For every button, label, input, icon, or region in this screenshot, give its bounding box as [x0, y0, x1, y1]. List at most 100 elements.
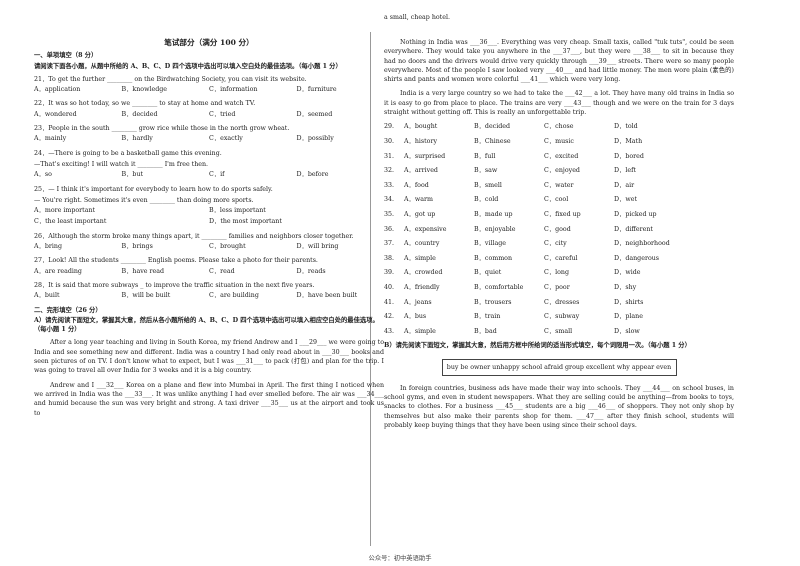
question-24: 24．—There is going to be a basketball ga… — [34, 149, 222, 157]
option: C．are building — [209, 292, 259, 300]
option: A．wondered — [34, 110, 77, 118]
options-22: A．wondered B．decided C．tried D．seemed — [34, 110, 384, 119]
cloze-option: A．warm — [404, 196, 433, 204]
option: A．so — [34, 171, 52, 179]
option: B．less important — [209, 207, 266, 215]
section2-heading: 二、完形填空（26 分） — [34, 306, 102, 314]
passage-paragraph: Andrew and I ___32___ Korea on a plane a… — [34, 381, 384, 417]
cloze-option: B．decided — [474, 123, 511, 131]
cloze-option: A．expensive — [404, 225, 447, 233]
section2b-instructions: B）请先阅读下面短文，掌握其大意，然后用方框中所给词的适当形式填空，每个词限用一… — [384, 342, 691, 350]
cloze-option: C．excited — [544, 152, 579, 160]
cloze-row: 43. A．simple B．bad C．small D．slow — [384, 327, 734, 336]
cloze-option: A．country — [404, 240, 440, 248]
page-title: 笔试部分（满分 100 分） — [164, 38, 254, 47]
cloze-option: D．told — [614, 123, 638, 131]
cloze-option: D．different — [614, 225, 653, 233]
cloze-option: D．neighborhood — [614, 240, 670, 248]
option: D．the most important — [209, 218, 282, 226]
cloze-option: A．jeans — [404, 298, 432, 306]
option: C．if — [209, 171, 225, 179]
cloze-option: D．picked up — [614, 210, 657, 218]
cloze-option: B．bad — [474, 327, 497, 335]
cloze-option: C．subway — [544, 313, 580, 321]
option: A．more important — [34, 207, 96, 215]
question-23: 23．People in the south ________ grow ric… — [34, 125, 290, 133]
option: B．hardly — [121, 135, 153, 143]
passage-paragraph: India is a very large country so we had … — [384, 90, 734, 117]
option: D．possibly — [296, 135, 334, 143]
cloze-option: B．made up — [474, 210, 513, 218]
cloze-option: C．careful — [544, 254, 578, 262]
question-25: 25．— I think it's important for everybod… — [34, 185, 273, 193]
question-24-reply: —That's exciting! I will watch it ______… — [34, 160, 209, 168]
cloze-number: 33. — [384, 181, 395, 189]
cloze-number: 32. — [384, 167, 395, 175]
cloze-option: A．history — [404, 137, 438, 145]
option: B．but — [121, 171, 144, 179]
cloze-number: 40. — [384, 283, 395, 291]
cloze-option: C．chose — [544, 123, 574, 131]
cloze-row: 38. A．simple B．common C．careful D．dangerous — [384, 254, 734, 263]
cloze-option: C．poor — [544, 283, 570, 291]
options-25a: A．more important B．less important — [34, 206, 384, 215]
right-column: Nothing in India was ___36___. Everythin… — [384, 38, 734, 435]
option: C．tried — [209, 110, 236, 118]
question-25-reply: — You're right. Sometimes it's even ____… — [34, 196, 254, 204]
cloze-option: C．good — [544, 225, 571, 233]
cloze-option: A．crowded — [404, 269, 443, 277]
option: D．seemed — [296, 110, 333, 118]
option: C．read — [209, 267, 235, 275]
option: A．application — [34, 86, 81, 94]
option: C．information — [209, 86, 258, 94]
cloze-number: 41. — [384, 298, 395, 306]
cloze-option: C．dresses — [544, 298, 580, 306]
cloze-option: D．left — [614, 167, 636, 175]
option: D．furniture — [296, 86, 337, 94]
cloze-option: C．fixed up — [544, 210, 581, 218]
cloze-number: 38. — [384, 254, 395, 262]
option: D．have been built — [296, 292, 358, 300]
cloze-option: C．enjoyed — [544, 167, 580, 175]
cloze-option: D．wide — [614, 269, 641, 277]
cloze-option: B．cold — [474, 196, 499, 204]
cloze-option: C．long — [544, 269, 570, 277]
option: B．brings — [121, 243, 153, 251]
cloze-option: B．Chinese — [474, 137, 511, 145]
cloze-option: C．small — [544, 327, 573, 335]
cloze-number: 43. — [384, 327, 395, 335]
option: C．the least important — [34, 218, 107, 226]
option: B．will be built — [121, 292, 171, 300]
cloze-option: B．common — [474, 254, 513, 262]
cloze-number: 39. — [384, 269, 395, 277]
cloze-option: B．quiet — [474, 269, 502, 277]
continued-text: a small, cheap hotel. — [384, 14, 450, 21]
cloze-number: 31. — [384, 152, 395, 160]
cloze-option: B．smell — [474, 181, 502, 189]
cloze-option: A．simple — [404, 327, 436, 335]
question-26: 26．Although the storm broke many things … — [34, 232, 354, 240]
cloze-option: B．enjoyable — [474, 225, 516, 233]
cloze-row: 39. A．crowded B．quiet C．long D．wide — [384, 268, 734, 277]
question-28: 28．It is said that more subways _ to imp… — [34, 281, 315, 289]
cloze-option: A．simple — [404, 254, 436, 262]
cloze-number: 30. — [384, 137, 395, 145]
section1-instructions: 请阅读下面各小题，从题中所给的 A、B、C、D 四个选项中选出可以填入空白处的最… — [34, 62, 342, 70]
cloze-option: B．trousers — [474, 298, 512, 306]
cloze-option: D．dangerous — [614, 254, 660, 262]
option: A．bring — [34, 243, 62, 251]
cloze-option: D．slow — [614, 327, 640, 335]
option: B．decided — [121, 110, 158, 118]
